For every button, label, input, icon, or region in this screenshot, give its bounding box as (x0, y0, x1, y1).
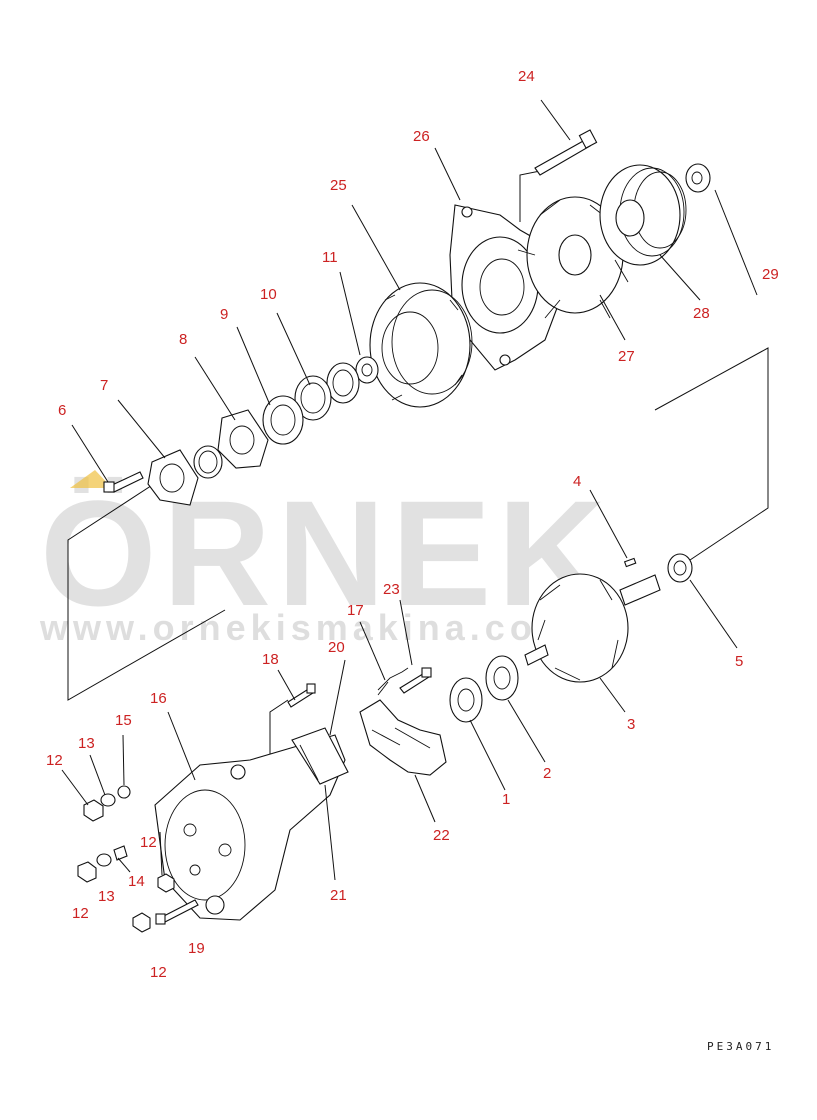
callout-26: 26 (413, 128, 430, 145)
callout-23: 23 (383, 581, 400, 598)
part-8-retainer-plate (217, 409, 269, 469)
drawing-code: PE3A071 (707, 1040, 774, 1053)
part-4-key (623, 557, 637, 568)
callout-8: 8 (179, 331, 187, 348)
callout-27: 27 (618, 348, 635, 365)
part-13-washer-a (100, 793, 116, 807)
part-2-bearing (485, 655, 519, 701)
callout-15: 15 (115, 712, 132, 729)
part-14-bushing (113, 845, 128, 861)
part-6-screw (103, 471, 144, 493)
part-7-cover-plate (147, 449, 199, 506)
callout-5: 5 (735, 653, 743, 670)
callout-16: 16 (150, 690, 167, 707)
part-27-fan (517, 196, 629, 319)
callout-2: 2 (543, 765, 551, 782)
watermark: ÖRNEK www.ornekismakina.com.tr (39, 469, 625, 648)
callout-25: 25 (330, 177, 347, 194)
part-23-screw (399, 667, 432, 694)
callout-24: 24 (518, 68, 535, 85)
callout-3: 3 (627, 716, 635, 733)
part-24-through-bolt (534, 129, 598, 176)
part-28-pulley (599, 164, 687, 266)
part-10-spacer (294, 375, 332, 421)
part-1-bearing (449, 677, 483, 723)
part-19-bolt-head (155, 913, 166, 925)
part-15-washer (117, 785, 131, 799)
watermark-url: www.ornekismakina.com.tr (39, 607, 625, 648)
callout-12-b: 12 (140, 834, 157, 851)
callout-9: 9 (220, 306, 228, 323)
part-12-nut-b (157, 873, 175, 893)
part-22-rectifier (359, 699, 447, 776)
part-3-rotor (524, 573, 661, 683)
callout-12-d: 12 (150, 964, 167, 981)
callout-22: 22 (433, 827, 450, 844)
callout-19: 19 (188, 940, 205, 957)
part-12-nut-c (77, 861, 97, 883)
part-20-regulator (291, 727, 349, 785)
part-17-lead (377, 667, 409, 696)
hardware-nuts (77, 785, 199, 933)
part-7-oring (193, 445, 223, 479)
callout-20: 20 (328, 639, 345, 656)
part-11-bearing (355, 356, 379, 384)
part-29-nut (685, 163, 711, 193)
callout-labels: 1 2 3 4 5 6 7 8 9 10 11 25 26 24 29 28 2… (46, 68, 779, 981)
callout-11: 11 (322, 249, 338, 266)
part-16-rear-bracket (154, 734, 346, 921)
callout-6: 6 (58, 402, 66, 419)
callout-10: 10 (260, 286, 277, 303)
callout-12-a: 12 (46, 752, 63, 769)
callout-4: 4 (573, 473, 581, 490)
part-18-screw (287, 683, 316, 708)
part-13-washer-b (96, 853, 112, 867)
callout-1: 1 (502, 791, 510, 808)
part-25-stator (369, 282, 473, 408)
callout-12-c: 12 (72, 905, 89, 922)
part-9-bearing (262, 395, 304, 445)
leader-lines (61, 99, 758, 881)
callout-18: 18 (262, 651, 279, 668)
callout-14: 14 (128, 873, 145, 890)
part-12-nut-a (83, 799, 104, 822)
part-12-nut-d (132, 912, 151, 933)
callout-13-b: 13 (98, 888, 115, 905)
callout-7: 7 (100, 377, 108, 394)
part-10-ring (326, 362, 360, 404)
callout-13-a: 13 (78, 735, 95, 752)
callout-28: 28 (693, 305, 710, 322)
part-19-bolt (159, 899, 199, 924)
callout-29: 29 (762, 266, 779, 283)
part-5-collar (667, 553, 693, 583)
callout-17: 17 (347, 602, 364, 619)
callout-21: 21 (330, 887, 347, 904)
assembly-lines (67, 169, 769, 760)
watermark-accent-icon (70, 470, 112, 488)
